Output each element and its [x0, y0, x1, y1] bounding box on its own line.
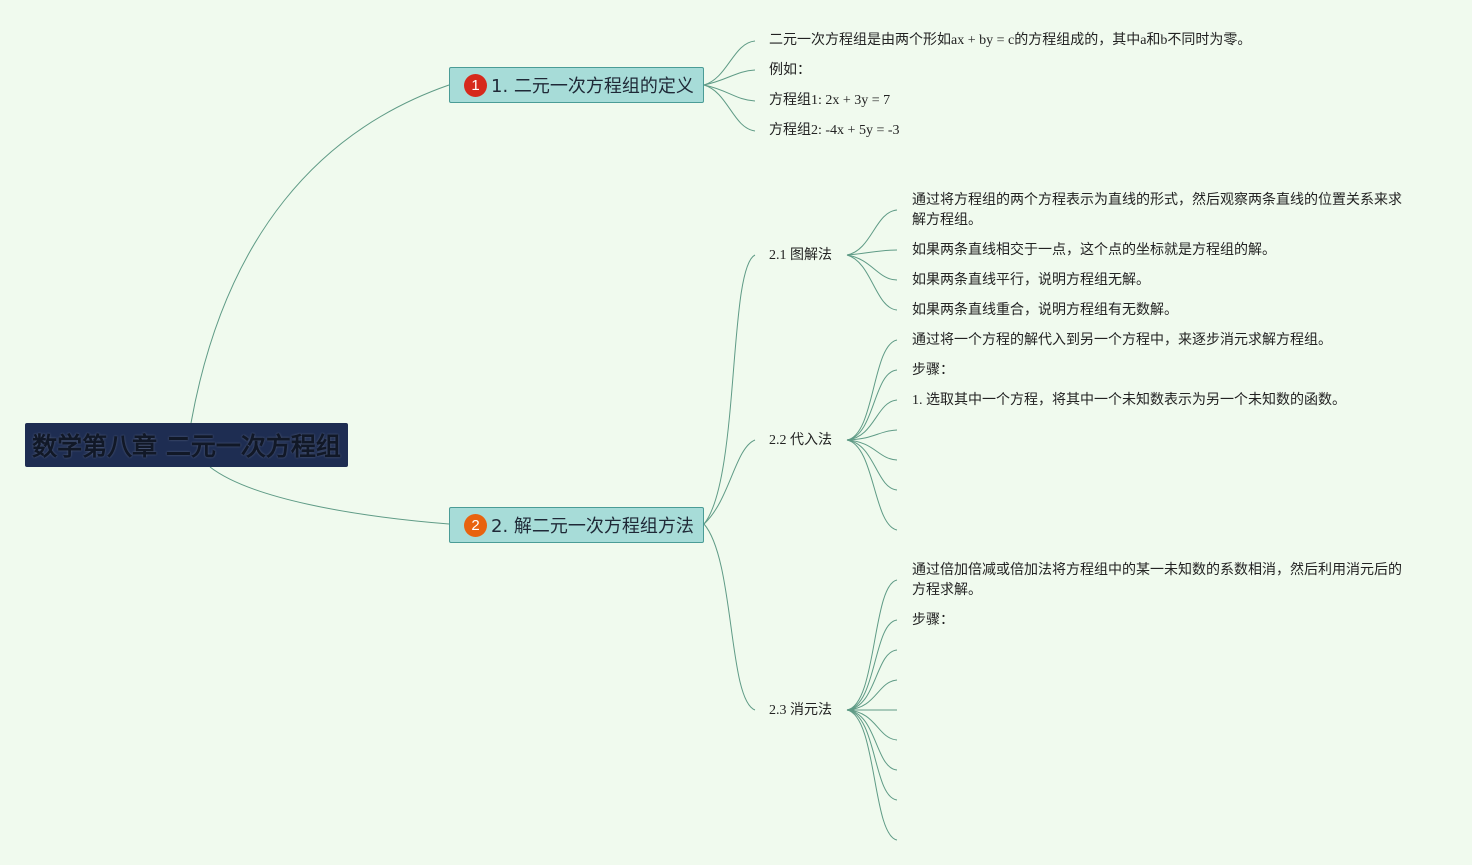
leaf-definition-text[interactable]: 二元一次方程组是由两个形如ax + by = c的方程组成的，其中a和b不同时为…: [769, 33, 1252, 48]
connector-sub3-leaf: [846, 619, 898, 711]
priority-2-icon: 2: [464, 513, 487, 537]
connector-sub3-leaf: [846, 709, 898, 741]
leaf-graphical-parallel[interactable]: 如果两条直线平行，说明方程组无解。: [912, 273, 1150, 288]
connector-sub1-leaf: [846, 209, 898, 256]
connector-sub2-leaf: [846, 439, 898, 531]
priority-1-icon: 1: [464, 73, 487, 97]
connector-sub3-leaf: [846, 579, 898, 711]
connector-sub3-leaf: [846, 709, 898, 801]
connector-sub3-leaf: [846, 649, 898, 711]
connector-sub2-leaf: [846, 369, 898, 441]
connector-sub1-leaf: [846, 254, 898, 311]
connector-b2-sub1: [703, 254, 756, 525]
connector-b1-leaf1: [703, 40, 756, 86]
branch-label: 1. 二元一次方程组的定义: [491, 76, 694, 97]
connector-sub3-leaf: [846, 709, 898, 841]
connector-sub2-leaf: [846, 439, 898, 461]
branch-label: 2. 解二元一次方程组方法: [491, 516, 694, 537]
root-topic[interactable]: 数学第八章 二元一次方程组: [25, 423, 348, 467]
connector-sub2-leaf: [846, 429, 898, 441]
connector-sub3-leaf: [846, 679, 898, 711]
branch-definition[interactable]: 1 1. 二元一次方程组的定义: [449, 67, 704, 103]
sub-topic-substitution-method[interactable]: 2.2 代入法: [769, 433, 832, 448]
leaf-graphical-intersect[interactable]: 如果两条直线相交于一点，这个点的坐标就是方程组的解。: [912, 243, 1276, 258]
leaf-equation-1[interactable]: 方程组1: 2x + 3y = 7: [769, 93, 891, 108]
connector-sub3-leaf: [846, 709, 898, 771]
connector-sub2-leaf: [846, 339, 898, 441]
leaf-elimination-steps[interactable]: 步骤：: [912, 613, 954, 628]
leaf-example-heading[interactable]: 例如：: [769, 63, 811, 78]
leaf-substitution-step-1[interactable]: 1. 选取其中一个方程，将其中一个未知数表示为另一个未知数的函数。: [912, 393, 1346, 408]
leaf-graphical-description[interactable]: 通过将方程组的两个方程表示为直线的形式，然后观察两条直线的位置关系来求解方程组。: [912, 193, 1402, 228]
connector-b1-leaf3: [703, 84, 756, 102]
connector-b2-sub3: [703, 523, 756, 711]
leaf-substitution-steps[interactable]: 步骤：: [912, 363, 954, 378]
leaf-substitution-description[interactable]: 通过将一个方程的解代入到另一个方程中，来逐步消元求解方程组。: [912, 333, 1332, 348]
connector-root-branch1: [190, 84, 450, 424]
branch-solving-methods[interactable]: 2 2. 解二元一次方程组方法: [449, 507, 704, 543]
leaf-graphical-coincide[interactable]: 如果两条直线重合，说明方程组有无数解。: [912, 303, 1178, 318]
connector-b2-sub2: [703, 439, 756, 525]
connector-root-branch2: [209, 466, 450, 525]
connector-sub1-leaf: [846, 249, 898, 256]
leaf-elimination-description[interactable]: 通过倍加倍减或倍加法将方程组中的某一未知数的系数相消，然后利用消元后的方程求解。: [912, 563, 1402, 598]
connector-sub2-leaf: [846, 399, 898, 441]
leaf-equation-2[interactable]: 方程组2: -4x + 5y = -3: [769, 123, 900, 138]
connector-b1-leaf2: [703, 69, 756, 86]
sub-topic-elimination-method[interactable]: 2.3 消元法: [769, 703, 832, 718]
sub-topic-graphical-method[interactable]: 2.1 图解法: [769, 248, 832, 263]
connector-b1-leaf4: [703, 84, 756, 132]
connector-sub2-leaf: [846, 439, 898, 491]
connector-sub1-leaf: [846, 254, 898, 281]
